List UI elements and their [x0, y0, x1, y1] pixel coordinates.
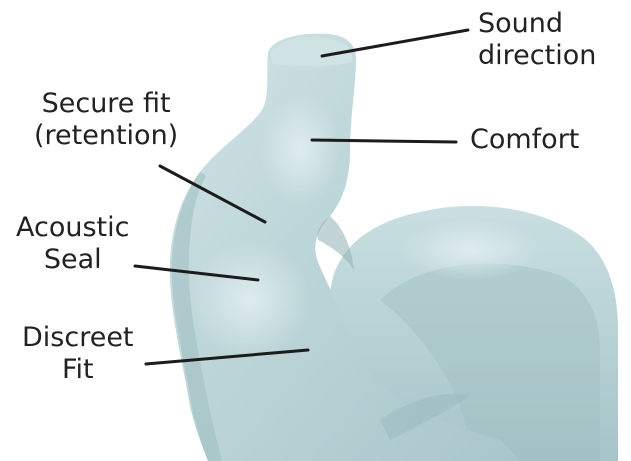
label-acoustic-seal: Acoustic Seal	[16, 212, 129, 276]
label-comfort-line-1: Comfort	[470, 124, 579, 156]
label-discreet-fit-line-1: Discreet	[22, 322, 134, 354]
label-secure-fit: Secure fit (retention)	[34, 88, 178, 152]
leader-line-comfort	[312, 140, 456, 142]
label-sound-direction-line-2: direction	[478, 40, 596, 72]
label-acoustic-seal-line-1: Acoustic	[16, 212, 129, 244]
highlight-bowl	[400, 220, 540, 280]
label-discreet-fit: Discreet Fit	[22, 322, 134, 386]
label-sound-direction: Sound direction	[478, 8, 596, 72]
label-secure-fit-line-1: Secure fit	[34, 88, 178, 120]
label-secure-fit-line-2: (retention)	[34, 120, 178, 152]
highlight-upper	[260, 95, 340, 205]
label-discreet-fit-line-2: Fit	[22, 354, 134, 386]
label-comfort: Comfort	[470, 124, 579, 156]
highlight-mid	[190, 240, 310, 360]
label-sound-direction-line-1: Sound	[478, 8, 596, 40]
helix-crook-shadow	[318, 216, 355, 270]
label-acoustic-seal-line-2: Seal	[16, 244, 129, 276]
